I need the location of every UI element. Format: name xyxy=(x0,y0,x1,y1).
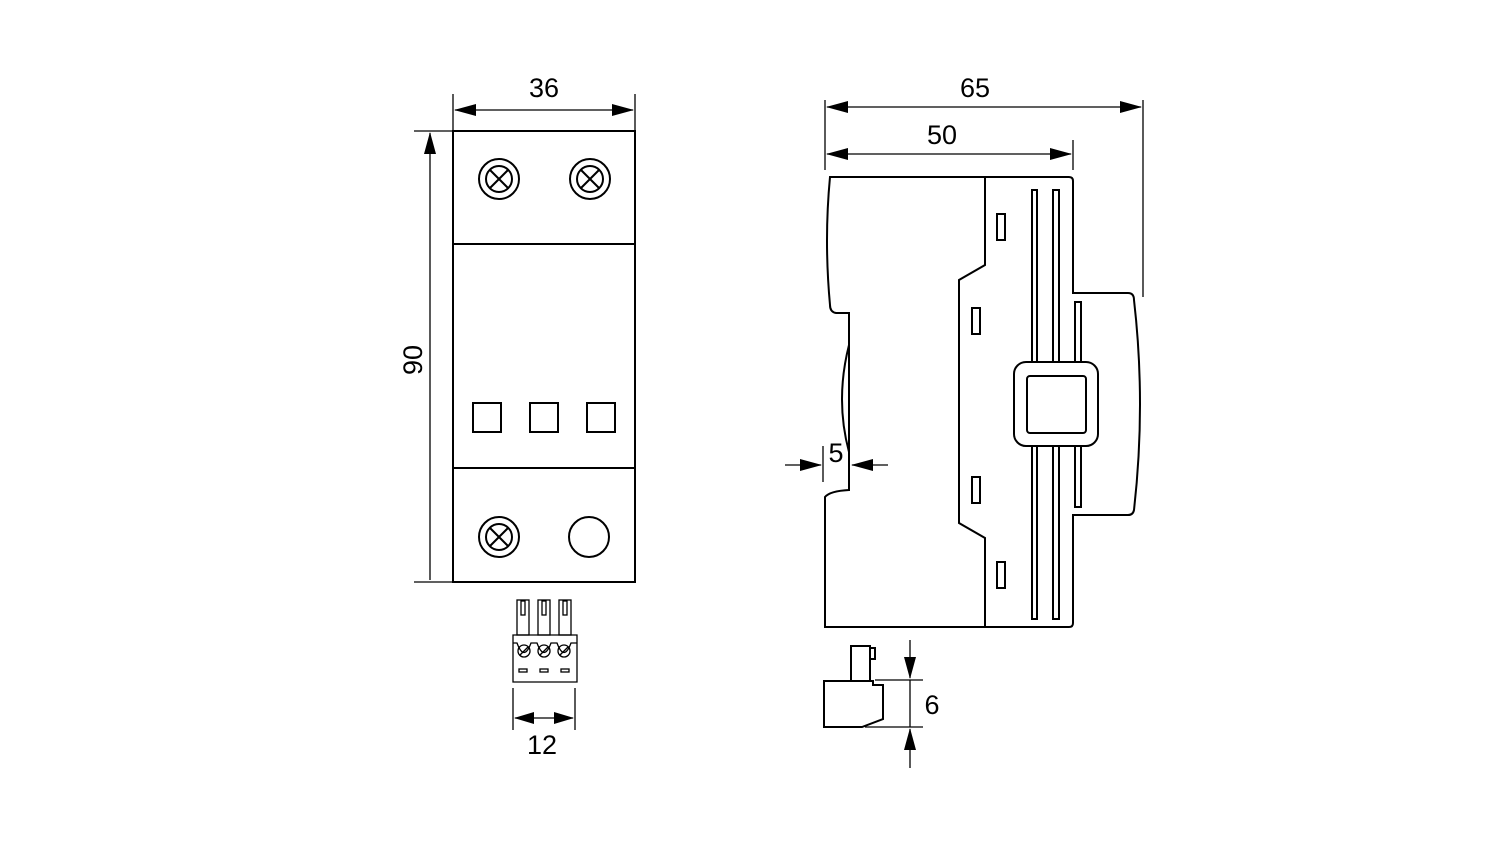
dimension-width: 36 xyxy=(452,73,636,130)
indicator-square xyxy=(586,402,616,433)
screw-terminal-icon xyxy=(478,516,520,558)
indicator-square xyxy=(472,402,502,433)
device-front-body xyxy=(452,130,636,583)
clip-label: 6 xyxy=(924,690,939,720)
width-label: 36 xyxy=(529,73,559,103)
toggle-guides xyxy=(1031,189,1082,620)
vent-slot xyxy=(996,213,1006,241)
dimension-depth: 65 50 xyxy=(824,73,1144,297)
toggle-handle xyxy=(1013,361,1099,447)
dimension-height: 90 xyxy=(398,130,452,583)
pitch-label: 12 xyxy=(527,730,557,760)
dimension-pitch: 12 xyxy=(512,688,576,760)
rail-notch-label: 5 xyxy=(828,438,843,468)
indicator-circle xyxy=(568,516,610,558)
vent-slot xyxy=(971,307,981,335)
screw-terminal-icon xyxy=(478,158,520,200)
plug-connector-icon xyxy=(512,599,578,683)
vent-slot xyxy=(996,561,1006,589)
depth-total-label: 65 xyxy=(960,73,990,103)
side-view: 65 50 5 6 xyxy=(785,73,1144,768)
height-label: 90 xyxy=(398,345,428,375)
depth-body-label: 50 xyxy=(927,120,957,150)
device-side-body xyxy=(824,176,1141,628)
front-cover-outline xyxy=(958,177,986,627)
vent-slot xyxy=(971,476,981,504)
screw-terminal-icon xyxy=(569,158,611,200)
front-view: 36 90 xyxy=(398,73,636,760)
toggle-handle-inner xyxy=(1026,375,1087,434)
indicator-square xyxy=(529,402,559,433)
rail-clip-detail: 6 xyxy=(823,640,940,768)
dimension-rail-notch: 5 xyxy=(785,438,888,482)
